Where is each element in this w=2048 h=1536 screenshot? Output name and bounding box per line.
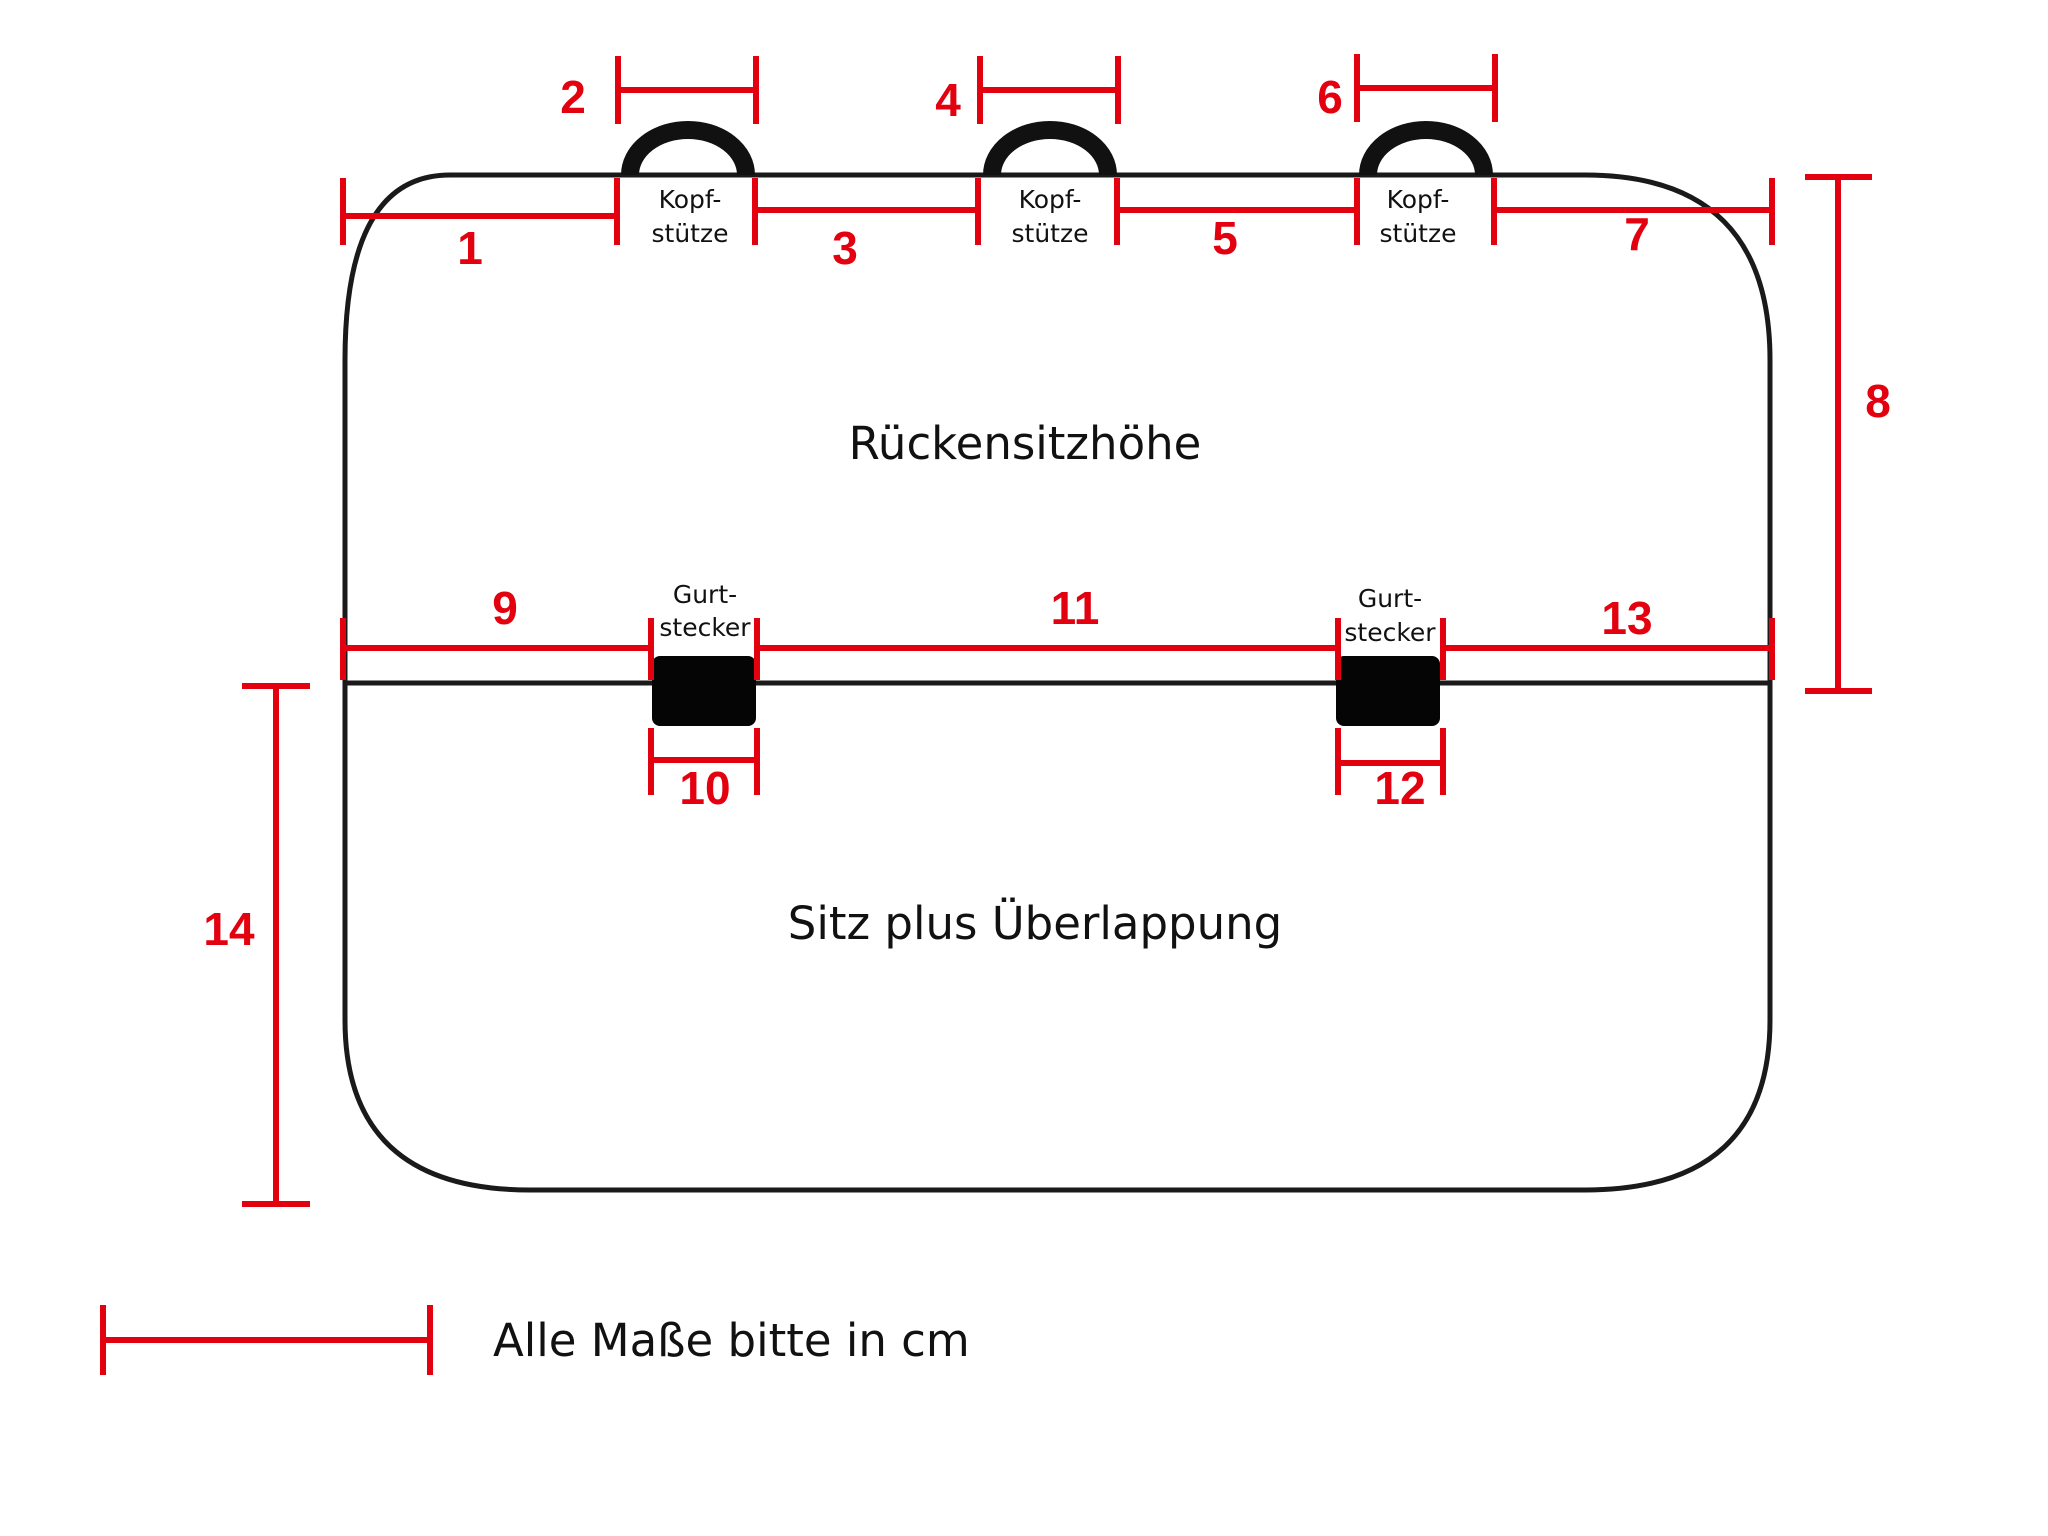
seat-outline: [342, 172, 1773, 1193]
headrest-1-icon: [621, 121, 755, 176]
units-note: Alle Maße bitte in cm: [493, 1314, 970, 1367]
headrest-2-label-line2: stütze: [1012, 219, 1089, 248]
dim-10-number: 10: [679, 762, 730, 814]
belt-buckle-2-label-line1: Gurt-: [1358, 584, 1422, 613]
dim-13-number: 13: [1601, 592, 1652, 644]
dim-12-number: 12: [1374, 762, 1425, 814]
headrest-1-label-line1: Kopf-: [659, 185, 722, 214]
dim-9-number: 9: [492, 582, 518, 634]
dim-6-number: 6: [1317, 71, 1343, 123]
back-height-label: Rückensitzhöhe: [849, 417, 1202, 470]
belt-buckle-2-icon: [1336, 656, 1440, 726]
belt-buckle-1-icon: [652, 656, 756, 726]
headrest-1-label-line2: stütze: [652, 219, 729, 248]
headrest-2-icon: [983, 121, 1117, 176]
dimension-lines: [100, 54, 1872, 1375]
seat-overlap-label: Sitz plus Überlappung: [788, 897, 1282, 950]
headrest-3-label-line2: stütze: [1380, 219, 1457, 248]
headrest-3-icon: [1359, 121, 1493, 176]
dim-7-number: 7: [1624, 208, 1650, 260]
belt-buckle-1-label-line2: stecker: [659, 613, 751, 642]
dim-1-number: 1: [457, 222, 483, 274]
dim-2-number: 2: [560, 71, 586, 123]
dim-11-number: 11: [1051, 582, 1100, 634]
dim-5-number: 5: [1212, 212, 1238, 264]
dim-4-number: 4: [935, 74, 961, 126]
dim-3-number: 3: [832, 222, 858, 274]
dim-14-number: 14: [203, 903, 255, 955]
belt-buckle-2-label-line2: stecker: [1344, 618, 1436, 647]
headrest-3-label-line1: Kopf-: [1387, 185, 1450, 214]
headrest-2-label-line1: Kopf-: [1019, 185, 1082, 214]
belt-buckle-1-label-line1: Gurt-: [673, 580, 737, 609]
dim-8-number: 8: [1865, 375, 1891, 427]
